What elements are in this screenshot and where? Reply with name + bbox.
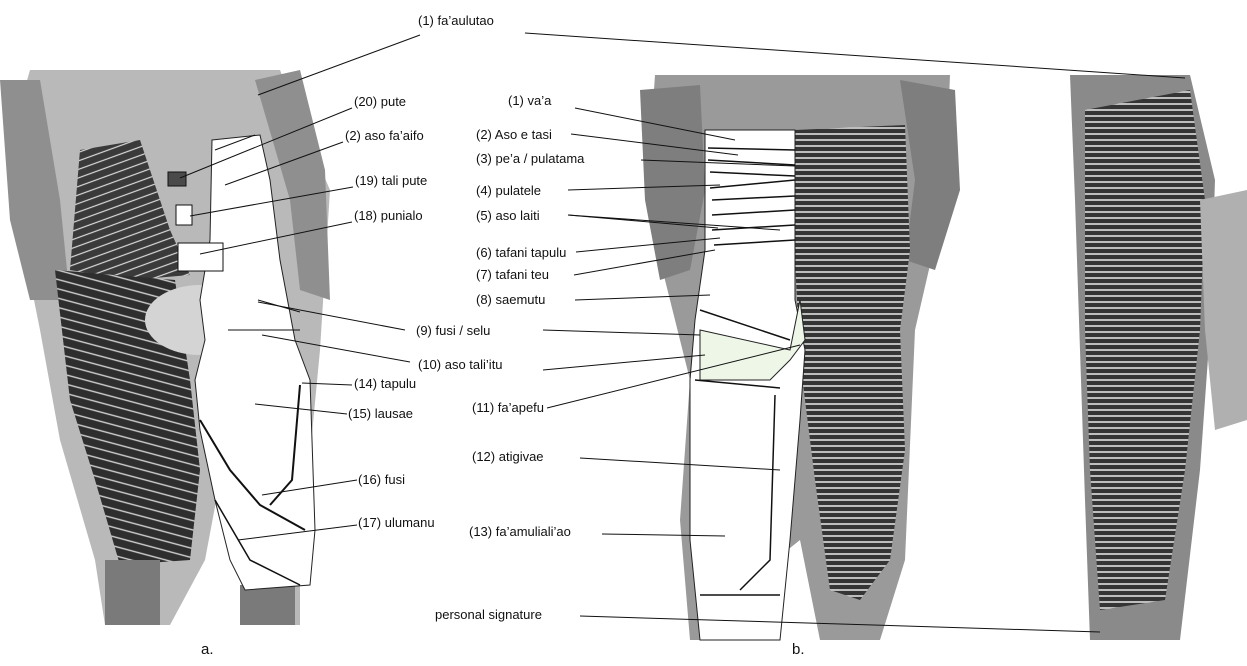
label-faaulutao: (1) fa’aulutao [418,13,494,28]
label-pulatele: (4) pulatele [476,183,541,198]
panel-letter-a: a. [201,641,214,658]
label-aso-taliitu: (10) aso tali’itu [418,357,503,372]
label-atigivae: (12) atigivae [472,449,544,464]
panel-letter-b: b. [792,641,805,658]
label-pea-pulatama: (3) pe’a / pulatama [476,151,584,166]
label-aso-faaifo: (2) aso fa’aifo [345,128,424,143]
label-fusi-selu: (9) fusi / selu [416,323,490,338]
label-saemutu: (8) saemutu [476,292,545,307]
punialo-box [178,243,223,271]
label-lausae: (15) lausae [348,406,413,421]
tali-pute-box [176,205,192,225]
side-arm [1200,190,1247,430]
right-shin [240,585,295,625]
label-faamulialiao: (13) fa’amuliali’ao [469,524,571,539]
label-vaa: (1) va’a [508,93,551,108]
label-ulumanu: (17) ulumanu [358,515,435,530]
label-punialo: (18) punialo [354,208,423,223]
label-fusi: (16) fusi [358,472,405,487]
label-aso-e-tasi: (2) Aso e tasi [476,127,552,142]
left-shin [105,560,160,625]
panel-b-body [640,75,1247,640]
label-tapulu: (14) tapulu [354,376,416,391]
label-tafani-teu: (7) tafani teu [476,267,549,282]
label-aso-laiti: (5) aso laiti [476,208,540,223]
label-faapefu: (11) fa’apefu [472,400,544,415]
leader-1a [258,35,420,95]
leader-10b [543,355,705,370]
label-pute: (20) pute [354,94,406,109]
panel-a-body [0,70,330,625]
pute-mark [168,172,186,186]
leader-9b [543,330,700,335]
label-tali-pute: (19) tali pute [355,173,427,188]
label-tafani-tapulu: (6) tafani tapulu [476,245,566,260]
label-personal-signature: personal signature [435,607,542,622]
leader-1b [525,33,1185,78]
